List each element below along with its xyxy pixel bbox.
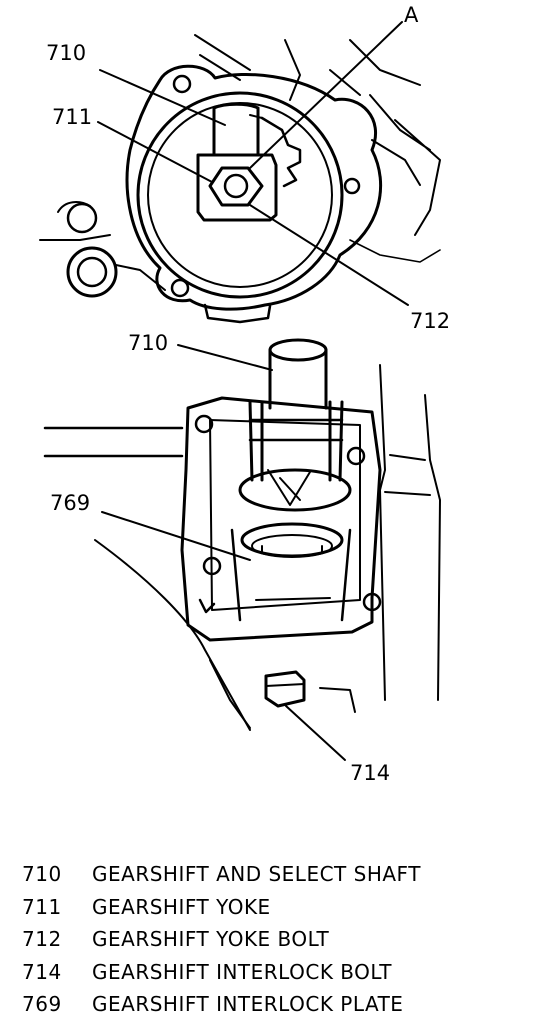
legend-description: GEARSHIFT YOKE (92, 894, 271, 919)
parts-legend: 710 GEARSHIFT AND SELECT SHAFT 711 GEARS… (22, 858, 532, 1021)
legend-description: GEARSHIFT INTERLOCK BOLT (92, 959, 393, 984)
callout-714-mid: 714 (350, 761, 390, 785)
gearshift-diagram: A 710 711 712 710 769 714 (39, 3, 450, 785)
legend-item: 712 GEARSHIFT YOKE BOLT (22, 923, 532, 956)
legend-number: 711 (22, 894, 62, 919)
callout-712-top: 712 (410, 309, 450, 333)
bottom-interlock-view (43, 338, 441, 761)
top-housing-view (39, 21, 441, 324)
callout-710-mid: 710 (128, 331, 168, 355)
legend-item: 710 GEARSHIFT AND SELECT SHAFT (22, 858, 532, 891)
legend-number: 710 (22, 862, 62, 887)
legend-number: 712 (22, 927, 62, 952)
legend-number: 769 (22, 992, 62, 1017)
callout-769-mid: 769 (50, 491, 90, 515)
callout-711-top: 711 (52, 105, 92, 129)
callout-a: A (404, 3, 419, 27)
legend-description: GEARSHIFT INTERLOCK PLATE (92, 992, 404, 1017)
legend-item: 769 GEARSHIFT INTERLOCK PLATE (22, 988, 532, 1021)
legend-item: 711 GEARSHIFT YOKE (22, 891, 532, 924)
legend-item: 714 GEARSHIFT INTERLOCK BOLT (22, 956, 532, 989)
legend-description: GEARSHIFT YOKE BOLT (92, 927, 330, 952)
legend-number: 714 (22, 959, 62, 984)
callout-710-top: 710 (46, 41, 86, 65)
legend-description: GEARSHIFT AND SELECT SHAFT (92, 862, 421, 887)
